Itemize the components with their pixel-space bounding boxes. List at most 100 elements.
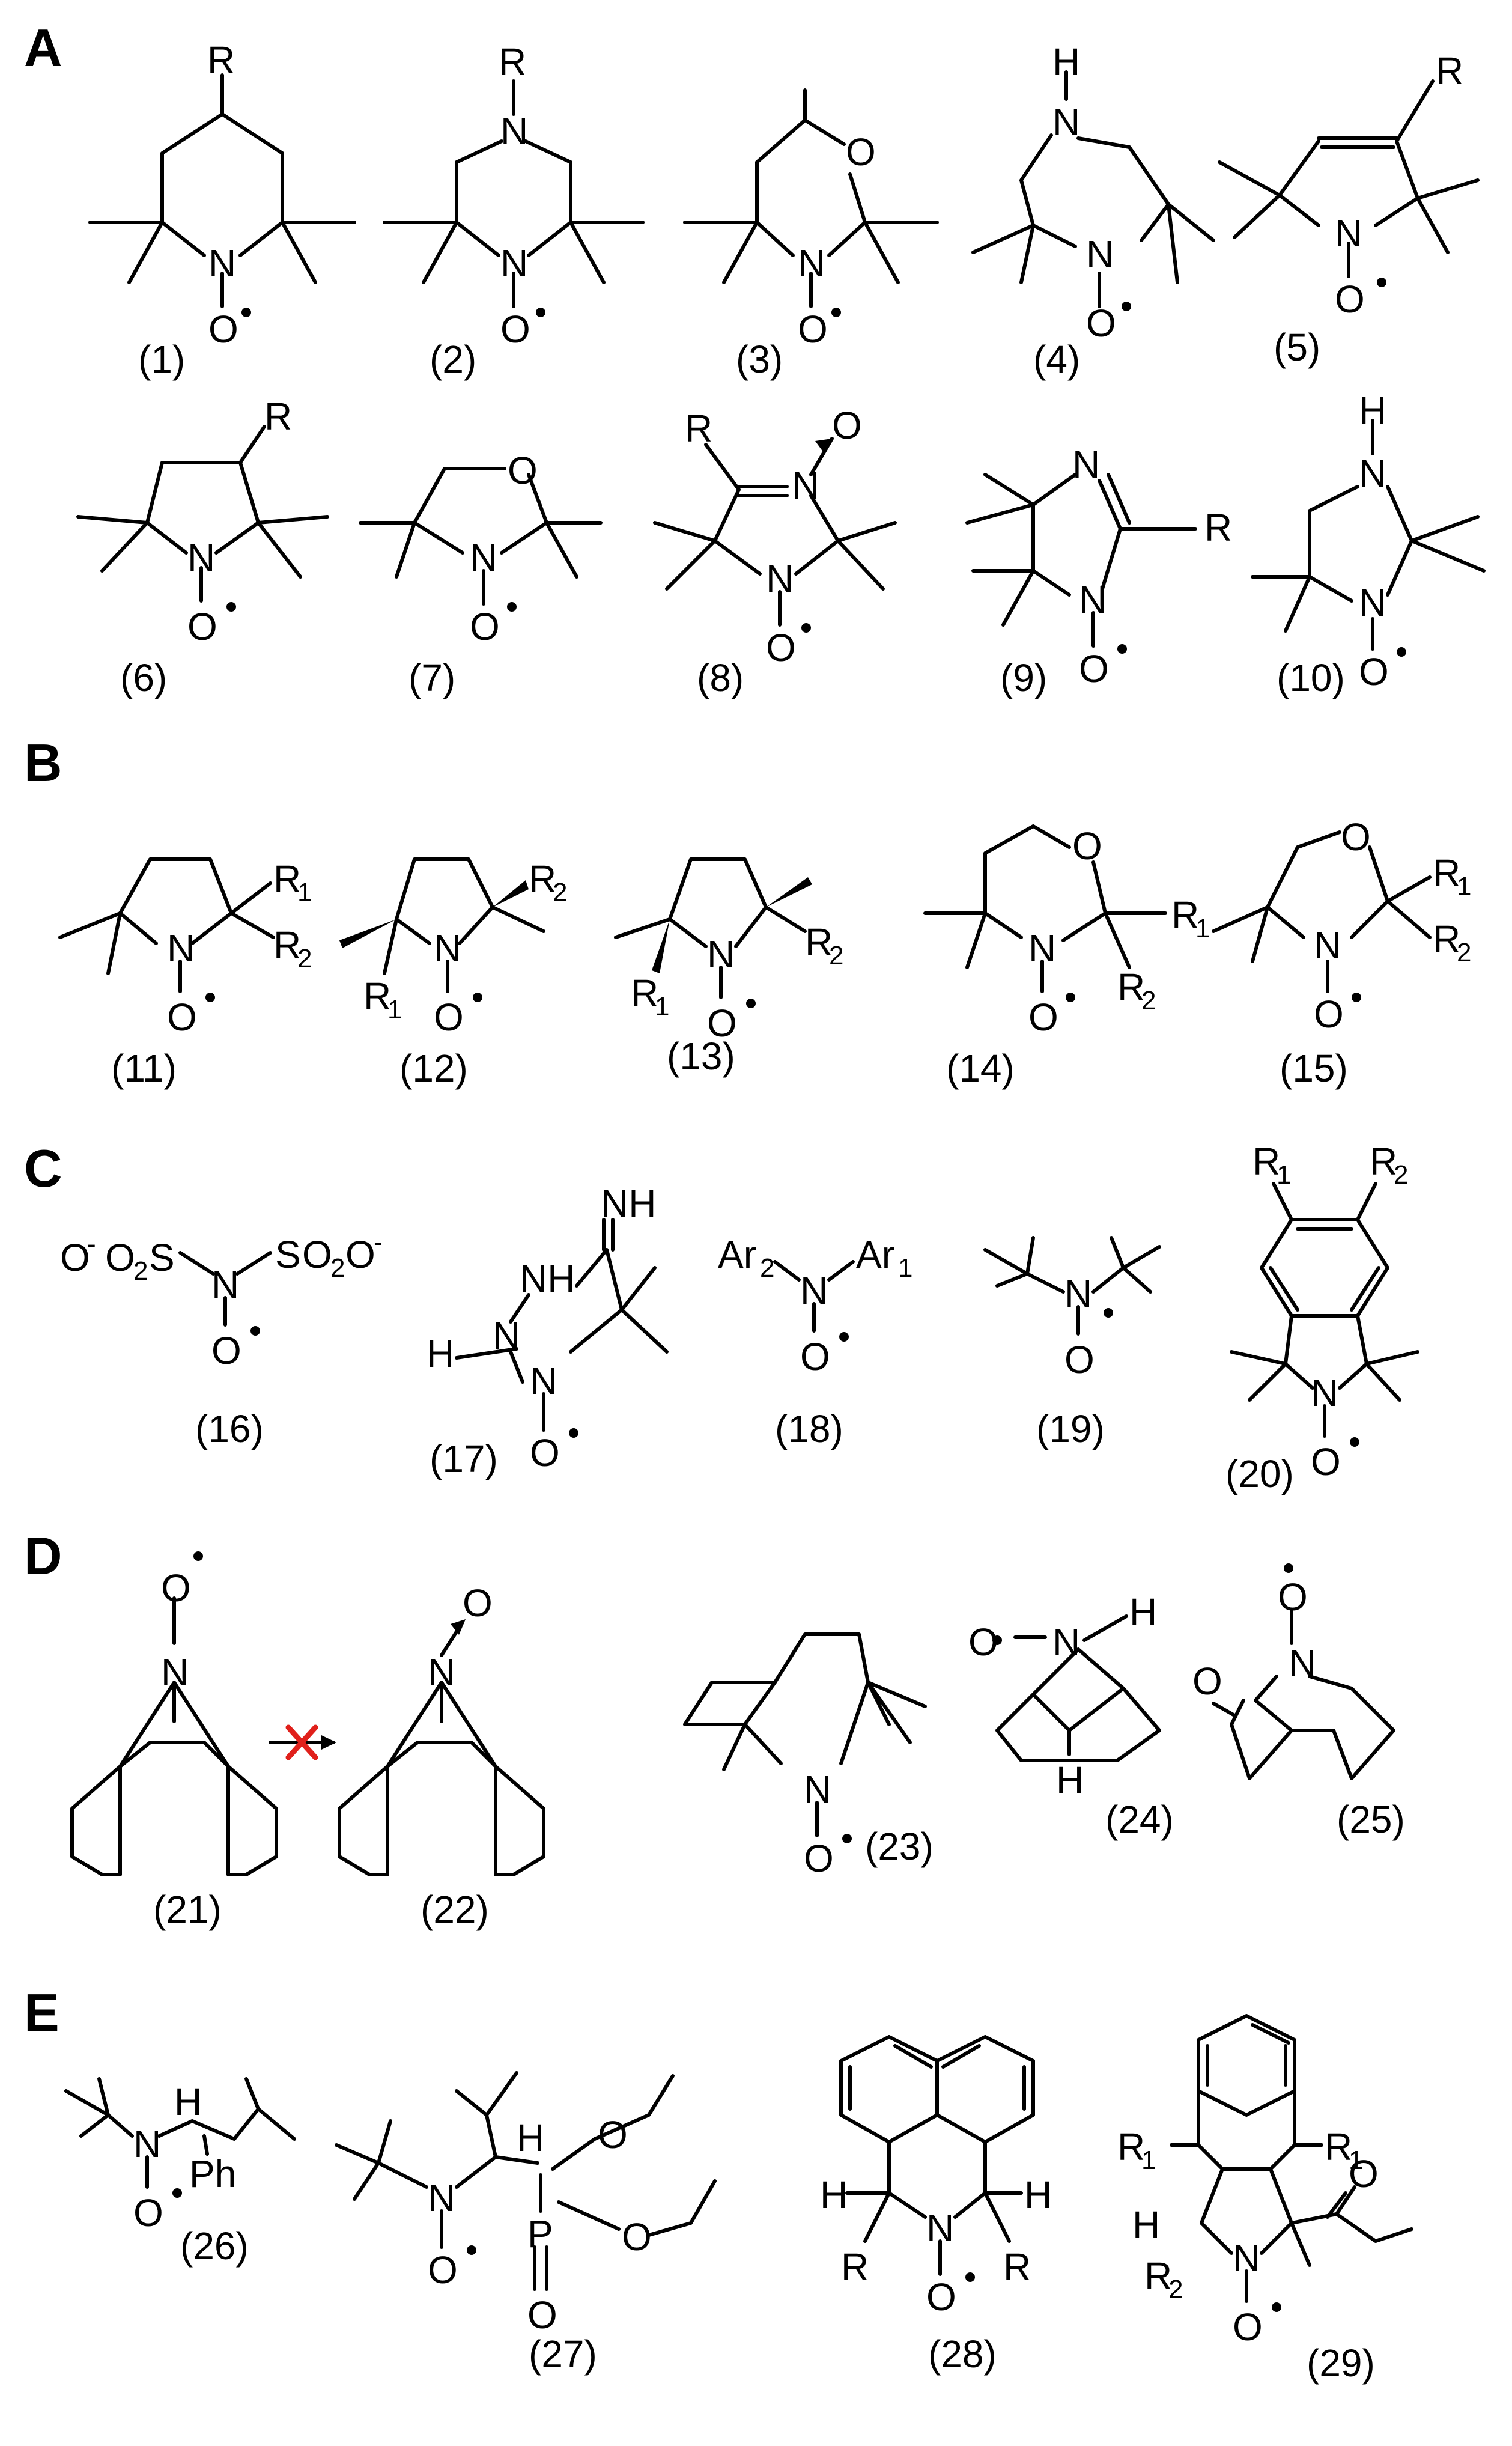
structure-22: O N (22) xyxy=(338,1581,545,1931)
structure-6: R N O (6) xyxy=(76,395,329,699)
structure-12: R 2 R 1 N O (12) xyxy=(339,857,567,1090)
svg-text:(12): (12) xyxy=(399,1047,468,1090)
svg-text:R: R xyxy=(1433,917,1460,961)
svg-text:N: N xyxy=(167,926,195,970)
svg-text:O: O xyxy=(1335,278,1365,321)
svg-text:O: O xyxy=(530,1431,560,1474)
svg-text:H: H xyxy=(1024,2173,1052,2216)
svg-text:(25): (25) xyxy=(1337,1798,1405,1841)
svg-text:N: N xyxy=(208,242,236,285)
svg-text:O: O xyxy=(798,308,828,351)
svg-text:R: R xyxy=(1436,49,1463,93)
panel-label-e: E xyxy=(24,1983,59,2042)
structure-29: R 1 R 1 O H R 2 N O (29) xyxy=(1117,2014,1413,2385)
svg-text:O: O xyxy=(1086,302,1116,345)
svg-text:N: N xyxy=(1052,100,1080,144)
svg-text:N: N xyxy=(1335,211,1362,255)
svg-text:O: O xyxy=(434,996,464,1039)
svg-text:R: R xyxy=(685,407,712,450)
svg-text:O: O xyxy=(60,1236,90,1279)
svg-text:(9): (9) xyxy=(1000,656,1047,699)
svg-text:(24): (24) xyxy=(1105,1798,1174,1841)
svg-text:H: H xyxy=(427,1332,454,1375)
svg-text:2: 2 xyxy=(330,1253,345,1283)
svg-text:2: 2 xyxy=(1168,2275,1183,2304)
svg-text:N: N xyxy=(1052,1620,1080,1664)
svg-text:O: O xyxy=(1072,824,1102,868)
svg-text:NH: NH xyxy=(520,1257,575,1300)
structure-19: N O (19) xyxy=(983,1236,1161,1450)
svg-text:(14): (14) xyxy=(946,1047,1015,1090)
svg-text:(28): (28) xyxy=(928,2332,997,2376)
svg-text:N: N xyxy=(1359,452,1386,495)
svg-text:O: O xyxy=(1278,1575,1308,1619)
svg-text:S: S xyxy=(275,1233,301,1276)
svg-text:N: N xyxy=(1086,233,1114,276)
compound-label: (1) xyxy=(138,338,185,381)
svg-text:(26): (26) xyxy=(180,2224,249,2268)
svg-text:O: O xyxy=(1079,647,1109,690)
svg-text:O: O xyxy=(208,308,238,351)
svg-text:N: N xyxy=(1064,1272,1092,1315)
svg-text:Ph: Ph xyxy=(189,2152,236,2195)
svg-text:O: O xyxy=(598,2113,628,2156)
svg-text:H: H xyxy=(1359,389,1386,432)
svg-text:R: R xyxy=(1204,506,1232,549)
panel-label-a: A xyxy=(24,18,62,78)
svg-text:O: O xyxy=(527,2293,557,2337)
svg-text:R: R xyxy=(1003,2245,1031,2289)
svg-text:(7): (7) xyxy=(408,656,455,699)
svg-text:P: P xyxy=(527,2212,553,2256)
svg-text:N: N xyxy=(766,557,794,600)
svg-text:O: O xyxy=(707,1002,737,1045)
svg-text:R: R xyxy=(1325,2125,1352,2168)
svg-text:N: N xyxy=(500,109,528,153)
svg-text:2: 2 xyxy=(553,878,567,907)
svg-text:1: 1 xyxy=(1141,2146,1156,2175)
svg-text:R: R xyxy=(1370,1140,1397,1183)
svg-text:2: 2 xyxy=(1141,986,1156,1015)
svg-text:N: N xyxy=(798,242,825,285)
svg-text:R: R xyxy=(273,923,301,967)
svg-text:N: N xyxy=(470,536,497,579)
svg-text:N: N xyxy=(493,1314,520,1357)
svg-text:(20): (20) xyxy=(1225,1452,1294,1495)
svg-text:O: O xyxy=(926,2275,956,2319)
svg-text:N: N xyxy=(211,1263,239,1306)
svg-text:1: 1 xyxy=(297,878,312,907)
svg-text:H: H xyxy=(1056,1759,1084,1802)
structure-27: N H P O O O O (27) xyxy=(335,2071,717,2376)
structure-15: O R 1 R 2 N O (15) xyxy=(1212,815,1471,1090)
structure-11: R 1 R 2 N O (11) xyxy=(58,857,312,1090)
svg-text:R: R xyxy=(805,920,833,964)
svg-text:O: O xyxy=(470,605,500,648)
svg-text:2: 2 xyxy=(1457,938,1471,967)
svg-text:O: O xyxy=(167,996,197,1039)
svg-text:O: O xyxy=(428,2248,458,2292)
svg-text:O: O xyxy=(302,1233,332,1276)
svg-text:O: O xyxy=(1341,815,1371,859)
svg-text:(29): (29) xyxy=(1307,2341,1375,2385)
svg-text:2: 2 xyxy=(297,944,312,973)
svg-text:O: O xyxy=(1192,1660,1222,1703)
svg-text:R: R xyxy=(1171,893,1199,937)
svg-text:N: N xyxy=(434,926,461,970)
svg-text:N: N xyxy=(1072,443,1100,486)
svg-text:R: R xyxy=(1144,2254,1172,2298)
svg-text:N: N xyxy=(804,1768,831,1811)
svg-text:(16): (16) xyxy=(195,1407,264,1450)
svg-text:N: N xyxy=(926,2206,954,2250)
svg-text:H: H xyxy=(174,2080,202,2123)
svg-text:H: H xyxy=(1129,1590,1157,1634)
svg-text:N: N xyxy=(428,2176,455,2219)
blocked-reaction-arrow xyxy=(269,1724,336,1760)
svg-text:(19): (19) xyxy=(1036,1407,1105,1450)
svg-text:R: R xyxy=(1252,1140,1280,1183)
structure-8: R N O N O (8) xyxy=(653,404,897,699)
svg-text:O: O xyxy=(804,1837,834,1880)
svg-text:N: N xyxy=(530,1359,557,1402)
structure-16: O - O 2 S N S O 2 O - O (16) xyxy=(60,1228,383,1450)
panel-label-d: D xyxy=(24,1526,62,1586)
svg-text:(8): (8) xyxy=(697,656,744,699)
